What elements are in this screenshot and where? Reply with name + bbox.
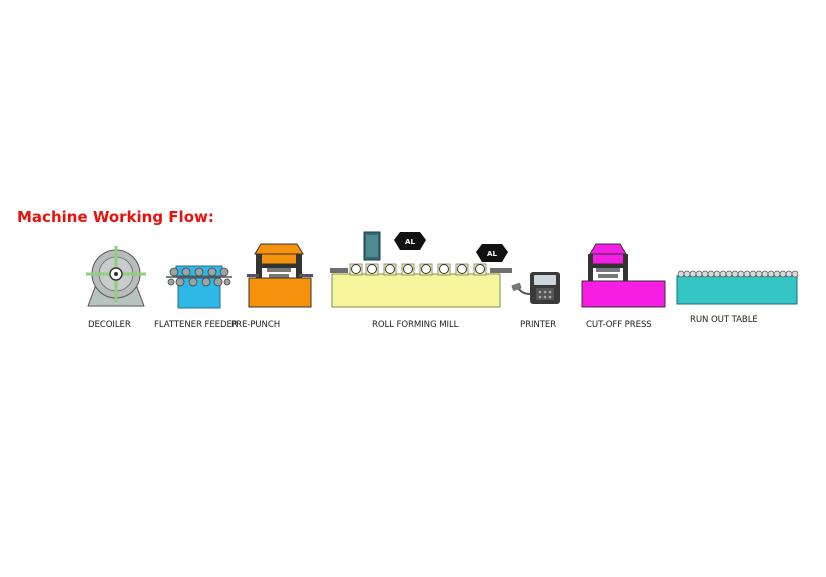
diagram-title: Machine Working Flow: [17, 208, 214, 226]
flattener-feeder-illustration [166, 265, 232, 309]
roll-forming-mill-illustration: AL AL [330, 231, 512, 308]
svg-text:AL: AL [487, 250, 497, 258]
pre-punch-label: PRE-PUNCH [231, 320, 281, 330]
run-out-table-label: RUN OUT TABLE [690, 315, 758, 325]
svg-text:AL: AL [405, 238, 415, 246]
printer-illustration [511, 272, 560, 304]
flattener-feeder-label: FLATTENER FEEDER [154, 320, 238, 330]
run-out-table-illustration [676, 270, 799, 305]
printer-label: PRINTER [520, 320, 557, 330]
cut-off-press-illustration [581, 243, 666, 308]
decoiler-illustration [86, 246, 146, 307]
pre-punch-illustration [247, 243, 313, 308]
cut-off-press-label: CUT-OFF PRESS [586, 320, 652, 330]
decoiler-label: DECOILER [88, 320, 131, 330]
roll-forming-mill-label: ROLL FORMING MILL [372, 320, 459, 330]
